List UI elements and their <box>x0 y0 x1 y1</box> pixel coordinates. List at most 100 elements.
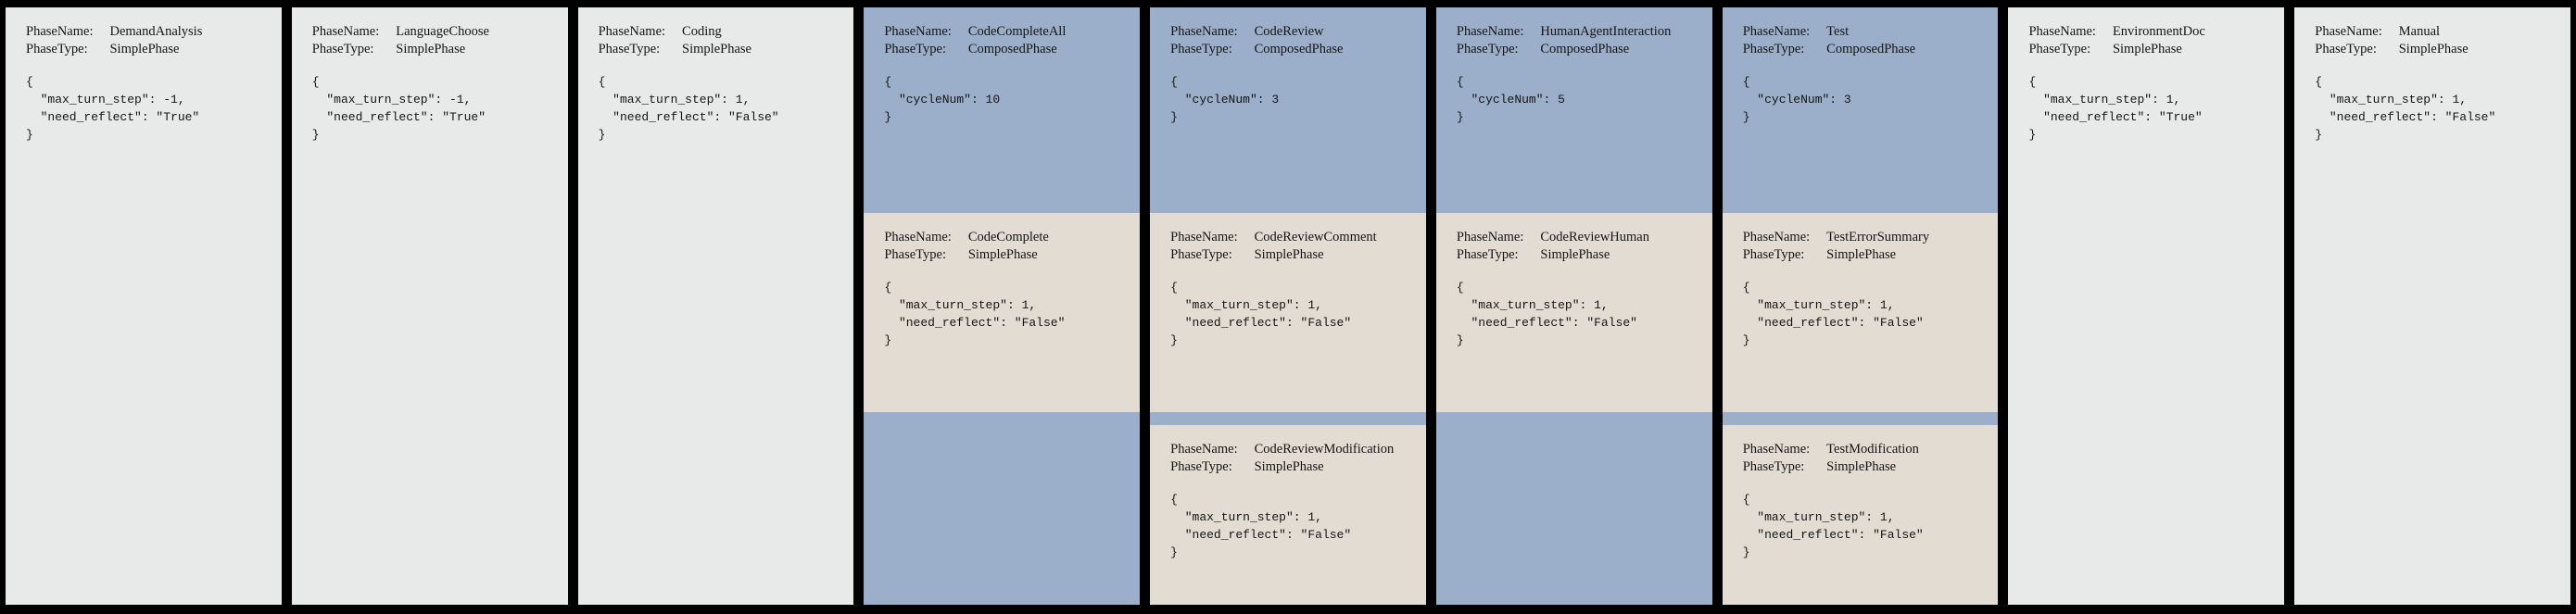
phase-type-label: PhaseType: <box>1456 42 1519 56</box>
phase-type-row: PhaseType:ComposedPhase <box>884 41 1066 58</box>
phase-config-json: { "max_turn_step": 1, "need_reflect": "F… <box>1742 281 1924 347</box>
phase-type-row: PhaseType:SimplePhase <box>884 246 1048 264</box>
phase-name-row: PhaseName:TestModification <box>1743 441 1919 458</box>
phase-type-value: SimplePhase <box>1826 247 1897 262</box>
phase-config-json: { "cycleNum": 5 } <box>1456 75 1565 124</box>
phase-name-value: CodeReviewModification <box>1254 442 1395 457</box>
phase-name-value: CodeReview <box>1254 24 1324 39</box>
phase-type-value: SimplePhase <box>967 247 1038 262</box>
phase-type-label: PhaseType: <box>1456 247 1519 262</box>
phase-type-row: PhaseType:SimplePhase <box>599 41 751 58</box>
composed-phase-filler <box>1435 425 1712 605</box>
phase-name-value: Coding <box>682 24 722 39</box>
phase-type-row: PhaseType: ComposedPhase <box>1170 41 1343 58</box>
phase-name-row: PhaseName:HumanAgentInteraction <box>1457 23 1671 41</box>
phase-type-label: PhaseType: <box>2315 42 2377 56</box>
phase-type-label: PhaseType: <box>1170 42 1232 56</box>
phase-name-label: PhaseName: <box>1170 24 1238 39</box>
phase-type-row: PhaseType:SimplePhase <box>26 41 202 58</box>
phase-name-row: PhaseName:Manual <box>2315 23 2468 41</box>
phase-type-value: ComposedPhase <box>967 42 1057 56</box>
phase-type-row: PhaseType:ComposedPhase <box>1743 41 1915 58</box>
phase-name-row: PhaseName: CodeComplete <box>884 229 1048 246</box>
phase-name-value: EnvironmentDoc <box>2112 24 2205 39</box>
phase-name-label: PhaseName: <box>1456 24 1524 39</box>
phase-config-json: { "max_turn_step": 1, "need_reflect": "T… <box>2028 75 2203 142</box>
phase-name-row: PhaseName: LanguageChoose <box>312 23 489 41</box>
subphase-separator <box>1435 412 1712 425</box>
phase-name-value: CodeReviewComment <box>1254 230 1377 244</box>
phase-name-label: PhaseName: <box>1742 24 1811 39</box>
phase-name-value: TestErrorSummary <box>1826 230 1930 244</box>
phase-name-label: PhaseName: <box>1742 230 1811 244</box>
phase-config-json: { "max_turn_step": 1, "need_reflect": "F… <box>2315 75 2496 142</box>
phase-name-label: PhaseName: <box>2315 24 2382 39</box>
phase-name-label: PhaseName: <box>311 24 380 39</box>
phase-config-json: { "max_turn_step": -1, "need_reflect": "… <box>311 75 486 142</box>
phase-name-value: LanguageChoose <box>396 24 489 39</box>
phase-name-value: DemandAnalysis <box>109 24 203 39</box>
phase-config-json: { "cycleNum": 10 } <box>884 75 1001 124</box>
phase-type-row: PhaseType:SimplePhase <box>1457 246 1649 264</box>
phase-type-value: ComposedPhase <box>1254 42 1344 56</box>
phase-config-json: { "max_turn_step": 1, "need_reflect": "F… <box>884 281 1066 347</box>
phase-name-label: PhaseName: <box>1170 230 1238 244</box>
phase-type-label: PhaseType: <box>1170 247 1232 262</box>
phase-name-row: PhaseName: Coding <box>599 23 751 41</box>
phase-config-json: { "cycleNum": 3 } <box>1170 75 1280 124</box>
phase-name-row: PhaseName:Test <box>1743 23 1915 41</box>
phase-config-json: { "max_turn_step": 1, "need_reflect": "F… <box>1742 493 1924 559</box>
phase-type-row: PhaseType:ComposedPhase <box>1457 41 1671 58</box>
phase-config-json: { "max_turn_step": 1, "need_reflect": "F… <box>1170 493 1352 559</box>
phase-name-label: PhaseName: <box>884 24 952 39</box>
phase-config-json: { "max_turn_step": 1, "need_reflect": "F… <box>1456 281 1637 347</box>
composed-phase-filler <box>864 425 1141 605</box>
phase-name-row: PhaseName:EnvironmentDoc <box>2028 23 2204 41</box>
phase-type-label: PhaseType: <box>598 42 661 56</box>
phase-name-label: PhaseName: <box>598 24 666 39</box>
phase-type-row: PhaseType:SimplePhase <box>1170 458 1394 476</box>
phase-type-value: SimplePhase <box>396 42 466 56</box>
phase-name-row: PhaseName: CodeReviewComment <box>1170 229 1377 246</box>
phase-name-value: CodeComplete <box>967 230 1049 244</box>
phase-type-label: PhaseType: <box>26 42 88 56</box>
phase-type-label: PhaseType: <box>1170 459 1232 474</box>
phase-type-label: PhaseType: <box>1742 42 1805 56</box>
phase-name-row: PhaseName: DemandAnalysis <box>26 23 202 41</box>
phase-name-label: PhaseName: <box>884 230 952 244</box>
phase-name-row: PhaseName:CodeReviewHuman <box>1457 229 1649 246</box>
phase-type-value: SimplePhase <box>2398 42 2469 56</box>
phase-name-label: PhaseName: <box>26 24 94 39</box>
